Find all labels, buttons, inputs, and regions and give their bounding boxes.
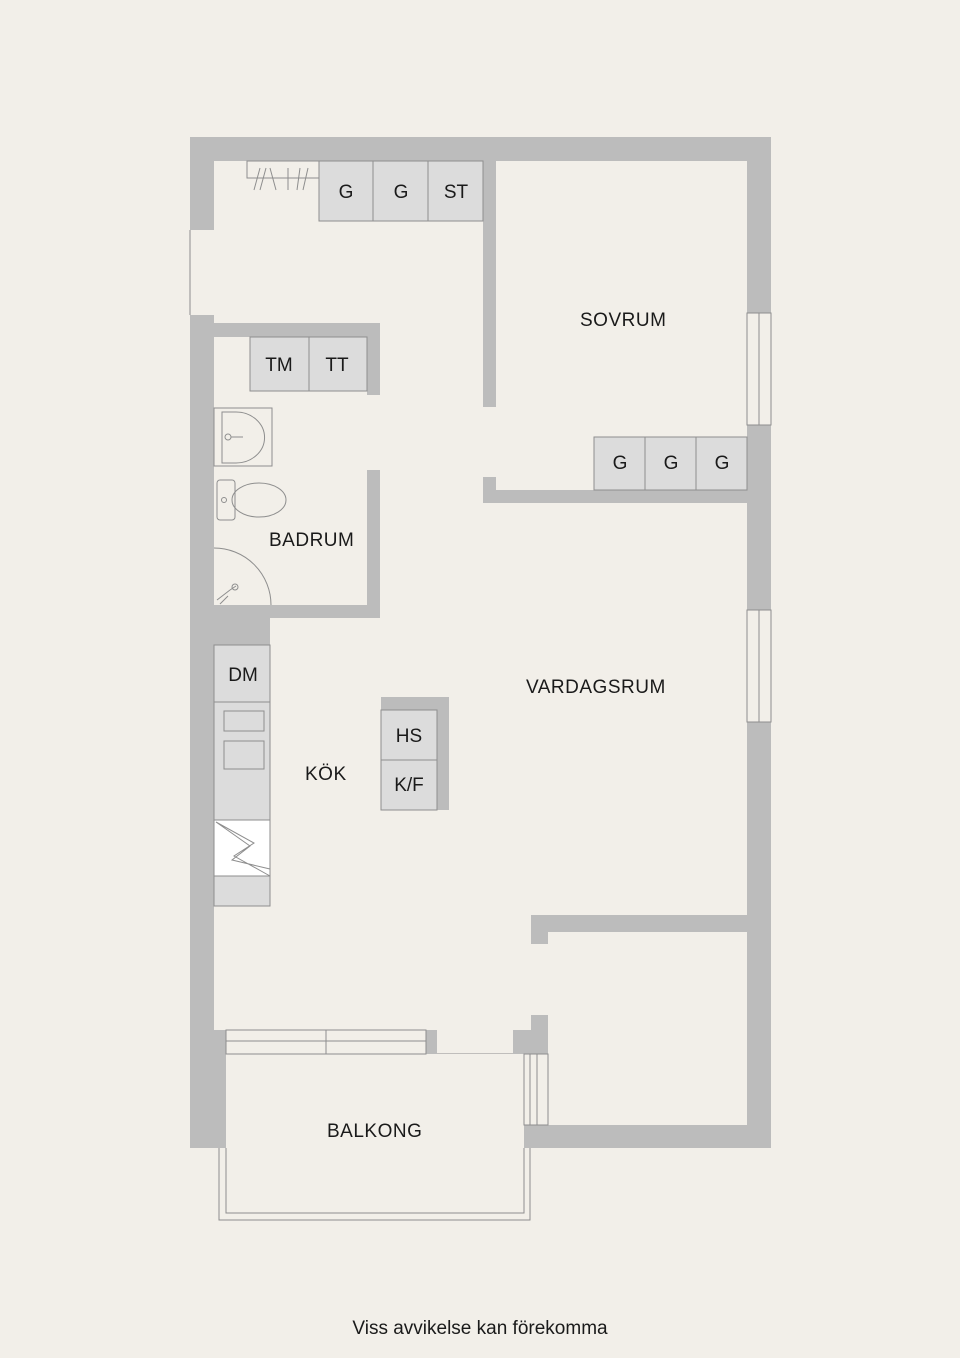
washing-machine-label: TM xyxy=(265,355,292,376)
toilet-icon xyxy=(216,479,287,521)
windows xyxy=(189,230,772,1126)
room-label-kok: KÖK xyxy=(305,764,347,785)
room-label-balkong: BALKONG xyxy=(327,1121,422,1142)
sink-icon xyxy=(213,407,273,467)
dryer-label: TT xyxy=(325,355,349,376)
cabinet-label: G xyxy=(613,453,628,474)
kitchen-island: HS K/F xyxy=(380,697,449,811)
balcony-railing xyxy=(218,1053,531,1221)
stove-icon xyxy=(213,819,271,877)
room-label-sovrum: SOVRUM xyxy=(580,310,666,331)
disclaimer-text: Viss avvikelse kan förekomma xyxy=(352,1318,608,1339)
sink-basin-icon xyxy=(223,710,265,732)
fridge-freezer-label: K/F xyxy=(394,775,424,796)
hob-label: HS xyxy=(396,726,422,747)
shower-icon xyxy=(213,547,272,606)
dishwasher-label: DM xyxy=(228,665,258,686)
hall-storage: G G ST xyxy=(318,160,484,222)
walls xyxy=(190,137,771,1148)
wardrobe-rail-icon xyxy=(246,160,320,191)
cabinet-label: ST xyxy=(444,182,469,203)
kitchen-counter: DM xyxy=(213,644,271,907)
room-label-badrum: BADRUM xyxy=(269,530,354,551)
sink-basin-icon xyxy=(223,740,265,770)
room-label-vardagsrum: VARDAGSRUM xyxy=(526,677,666,698)
cabinet-label: G xyxy=(394,182,409,203)
laundry-machines: TM TT xyxy=(249,336,368,392)
cabinet-label: G xyxy=(664,453,679,474)
cabinet-label: G xyxy=(339,182,354,203)
cabinet-label: G xyxy=(715,453,730,474)
bedroom-storage: G G G xyxy=(593,436,748,491)
